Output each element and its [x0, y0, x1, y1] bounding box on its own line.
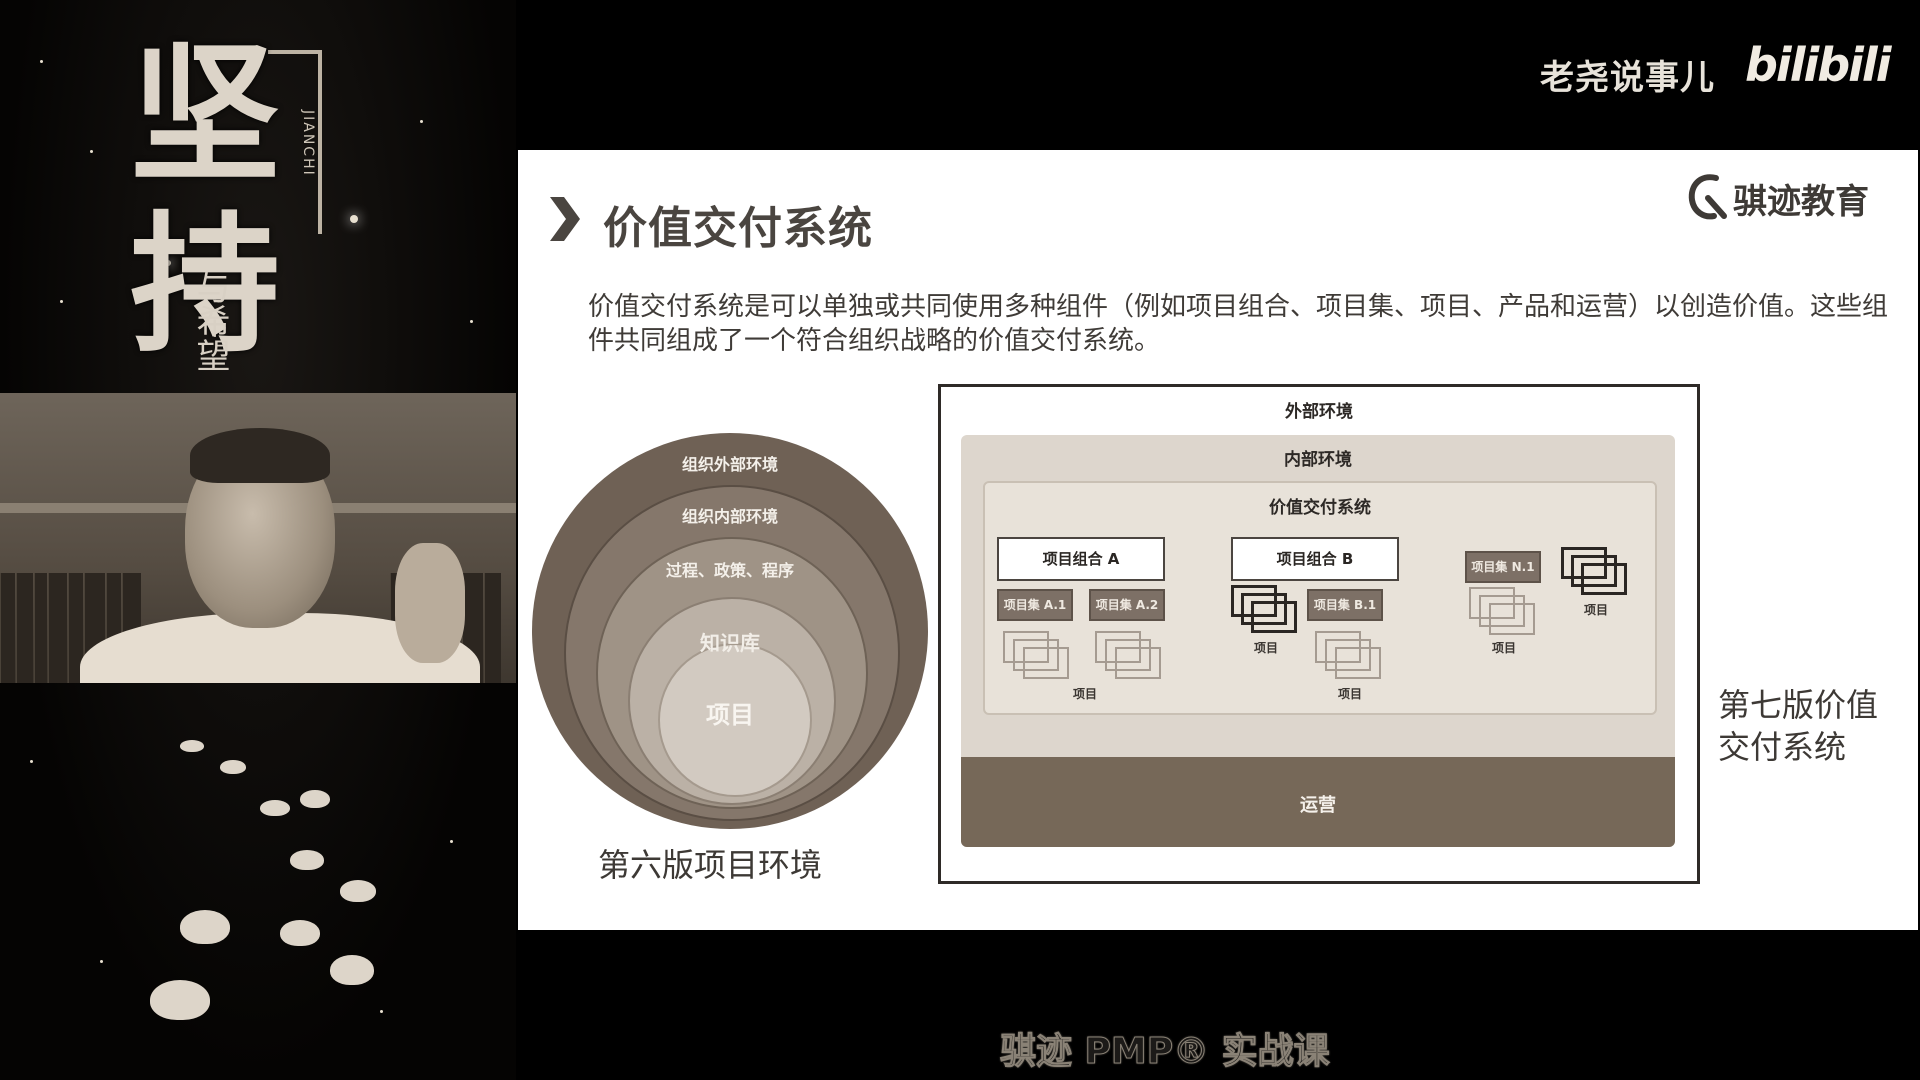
portfolio-b-box: 项目组合 B: [1231, 537, 1399, 581]
program-b1-box: 项目集 B.1: [1307, 589, 1383, 621]
footprint: [290, 850, 324, 870]
label-knowledge-base: 知识库: [700, 631, 760, 655]
footprints-illustration: [140, 730, 420, 1070]
project-stack-icon: [1561, 547, 1631, 603]
channel-name: 老尧说事儿: [1540, 58, 1715, 98]
project-stack-icon: [1231, 585, 1301, 641]
footprint: [150, 980, 210, 1020]
sixth-edition-caption: 第六版项目环境: [598, 846, 823, 884]
calligraphy-subtitle: 与希望: [190, 270, 230, 372]
operations-label: 运营: [1300, 795, 1336, 816]
chevron-right-icon: [550, 197, 580, 241]
value-delivery-system-box: 价值交付系统 项目组合 A 项目组合 B 项目集 A.1 项目集 A.2 项目集…: [983, 481, 1657, 715]
star-sparkle: [420, 120, 423, 123]
footprint: [330, 955, 374, 985]
footprint: [180, 740, 204, 752]
slide-title: 价值交付系统: [603, 203, 873, 254]
presentation-slide: 价值交付系统 骐迹教育 价值交付系统是可以单独或共同使用多种组件（例如项目组合、…: [518, 150, 1918, 930]
presenter-hair: [190, 428, 330, 483]
label-project: 项目: [706, 701, 754, 729]
book-spine: [16, 573, 33, 683]
calligraphy-pinyin: JIANCHI: [300, 110, 316, 177]
star-sparkle: [100, 960, 103, 963]
star-sparkle: [40, 60, 43, 63]
book-spine: [48, 573, 67, 683]
star-sparkle: [165, 260, 171, 266]
ring-project: [658, 643, 812, 797]
book-spine: [0, 573, 15, 683]
star-sparkle: [450, 840, 453, 843]
book-spine: [68, 573, 83, 683]
project-stack-icon: [1315, 631, 1385, 687]
internal-environment-label: 内部环境: [1284, 450, 1352, 470]
value-delivery-system-label: 价值交付系统: [1269, 498, 1371, 518]
slide-description: 价值交付系统是可以单独或共同使用多种组件（例如项目组合、项目集、项目、产品和运营…: [588, 292, 1889, 356]
external-environment-box: 外部环境 内部环境 价值交付系统 项目组合 A 项目组合 B 项目集 A.1 项…: [938, 384, 1700, 884]
portfolio-a-box: 项目组合 A: [997, 537, 1165, 581]
brand-logo-icon: [1688, 174, 1727, 220]
label-process-policy: 过程、政策、程序: [665, 561, 794, 580]
label-org-internal-env: 组织内部环境: [681, 507, 778, 526]
project-label: 项目: [1253, 641, 1278, 655]
footprint: [260, 800, 290, 816]
program-a2-box: 项目集 A.2: [1089, 589, 1165, 621]
seventh-edition-caption: 第七版价值交付系统: [1718, 686, 1879, 766]
star-sparkle: [30, 760, 33, 763]
star-sparkle: [380, 1010, 383, 1013]
footprint: [340, 880, 376, 902]
brand-logo-text: 骐迹教育: [1733, 182, 1869, 222]
star-sparkle: [90, 150, 93, 153]
bilibili-logo: bilibili: [1745, 38, 1891, 92]
footprint: [300, 790, 330, 808]
presenter-hand: [395, 543, 465, 663]
footprint: [220, 760, 246, 774]
project-environment-diagram: 组织外部环境 组织内部环境 过程、政策、程序 知识库 项目: [532, 433, 928, 829]
project-label: 项目: [1072, 687, 1097, 701]
internal-environment-box: 内部环境 价值交付系统 项目组合 A 项目组合 B 项目集 A.1 项目集 A.…: [961, 435, 1675, 847]
course-title: 骐迹 PMP® 实战课: [1000, 1031, 1331, 1073]
left-decorative-panel: 坚持 与希望 JIANCHI: [0, 0, 516, 1080]
program-a1-box: 项目集 A.1: [997, 589, 1073, 621]
label-org-external-env: 组织外部环境: [681, 455, 778, 474]
footprint: [280, 920, 320, 946]
project-label: 项目: [1583, 603, 1608, 617]
operations-box: 运营: [961, 757, 1675, 847]
project-label: 项目: [1491, 641, 1516, 655]
calligraphy-frame: [268, 50, 322, 234]
project-label: 项目: [1337, 687, 1362, 701]
book-spine: [484, 573, 501, 683]
project-stack-icon: [1469, 587, 1539, 643]
star-sparkle: [470, 320, 473, 323]
book-spine: [34, 573, 47, 683]
footprint: [180, 910, 230, 944]
star-sparkle: [350, 215, 358, 223]
external-environment-label: 外部环境: [1285, 402, 1353, 422]
calligraphy-title: 坚持: [130, 27, 281, 373]
webcam-feed: [0, 393, 516, 683]
project-stack-icon: [1095, 631, 1165, 687]
star-sparkle: [60, 300, 63, 303]
program-n1-box: 项目集 N.1: [1465, 551, 1541, 583]
project-stack-icon: [1003, 631, 1073, 687]
